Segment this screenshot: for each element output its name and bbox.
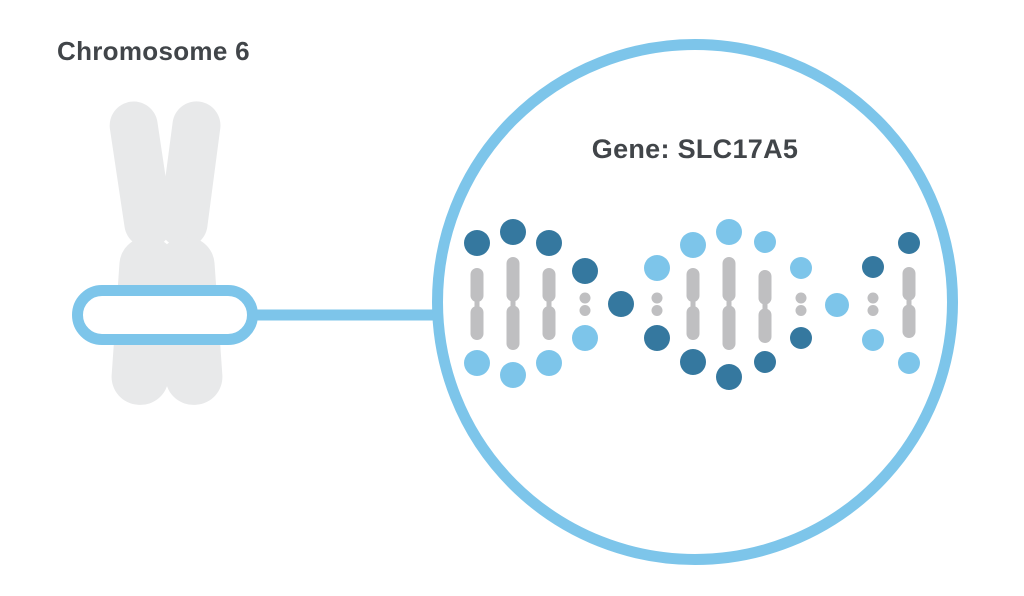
chromosome-arm-upper-left <box>109 101 173 248</box>
base-pair-bar-bottom <box>470 306 484 340</box>
dna-small-pair-dot <box>579 292 591 304</box>
dna-base-dot-top <box>790 257 812 279</box>
base-pair-bar-top <box>758 270 772 305</box>
base-pair-bar-bottom <box>902 304 916 338</box>
base-pair-bar-waist <box>546 296 552 312</box>
dna-base-dot-bottom <box>862 329 884 351</box>
dna-base-dot-bottom <box>680 349 706 375</box>
dna-small-pair-dot <box>795 292 807 304</box>
base-pair-bar-top <box>902 267 916 301</box>
magnifier-highlight-band <box>72 285 258 345</box>
base-pair-bar-top <box>722 257 736 302</box>
dna-base-dot-bottom <box>500 362 526 388</box>
base-pair-bar-top <box>542 268 556 302</box>
dna-base-dot-top <box>716 219 742 245</box>
base-pair-bar-waist <box>474 296 480 312</box>
dna-base-dot-top <box>754 231 776 253</box>
dna-small-pair-dot <box>651 292 663 304</box>
dna-base-dot-bottom <box>536 350 562 376</box>
dna-small-pair-dot <box>579 305 591 316</box>
chromosome-graphic <box>109 101 223 405</box>
dna-base-dot-top <box>536 230 562 256</box>
base-pair-bar-waist <box>726 295 732 312</box>
base-pair-bar-bottom <box>722 305 736 350</box>
dna-base-dot-bottom <box>572 325 598 351</box>
dna-base-dot-top <box>644 255 670 281</box>
dna-base-dot-bottom <box>644 325 670 351</box>
dna-base-dot-bottom <box>716 364 742 390</box>
page-title: Chromosome 6 <box>57 36 250 66</box>
base-pair-bar-bottom <box>758 308 772 343</box>
base-pair-bar-top <box>686 268 700 302</box>
dna-crossover-dot <box>825 293 849 317</box>
dna-base-dot-bottom <box>898 352 920 374</box>
base-pair-bar-bottom <box>542 306 556 340</box>
dna-base-dot-top <box>572 258 598 284</box>
dna-small-pair-dot <box>867 292 879 304</box>
base-pair-bar-waist <box>510 295 516 312</box>
base-pair-bar-bottom <box>506 305 520 350</box>
dna-base-dot-top <box>862 256 884 278</box>
dna-base-dot-bottom <box>754 351 776 373</box>
base-pair-bar-top <box>470 268 484 302</box>
dna-base-dot-top <box>500 219 526 245</box>
dna-small-pair-dot <box>795 305 807 316</box>
dna-base-dot-bottom <box>464 350 490 376</box>
dna-base-dot-top <box>464 230 490 256</box>
dna-base-dot-bottom <box>790 327 812 349</box>
base-pair-bar-waist <box>906 294 912 311</box>
base-pair-bar-waist <box>690 296 696 312</box>
dna-crossover-dot <box>608 291 634 317</box>
dna-small-pair-dot <box>651 305 663 316</box>
base-pair-bar-waist <box>762 298 768 315</box>
dna-base-dot-top <box>898 232 920 254</box>
dna-base-dot-top <box>680 232 706 258</box>
chromosome-arm-upper-right <box>159 101 221 248</box>
base-pair-bar-top <box>506 257 520 302</box>
dna-small-pair-dot <box>867 305 879 316</box>
gene-label: Gene: SLC17A5 <box>591 134 799 164</box>
dna-helix <box>464 219 920 390</box>
base-pair-bar-bottom <box>686 306 700 340</box>
